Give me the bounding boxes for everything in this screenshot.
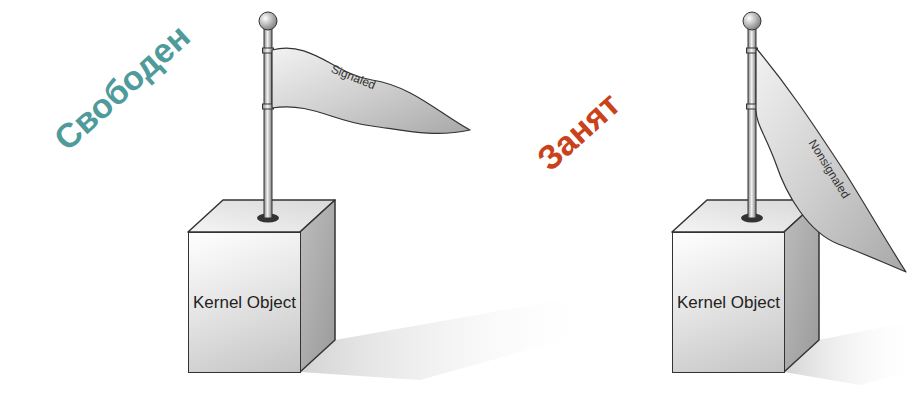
flag-pole	[748, 28, 756, 218]
state-label: Свободен	[47, 17, 198, 158]
pole-ball	[259, 12, 277, 30]
flag-pole	[264, 28, 272, 218]
cube-shadow	[300, 300, 600, 380]
object-name: Kernel Object	[677, 293, 780, 313]
state-label: Занят	[529, 84, 627, 178]
flag-cloth	[272, 48, 470, 133]
raised-flag: Signaled	[272, 46, 470, 142]
cube-side	[300, 200, 335, 372]
kernel-object-box: Kernel Object	[188, 232, 301, 373]
pole-ball	[743, 12, 761, 30]
kernel-object-box: Kernel Object	[672, 232, 785, 373]
flag-shape	[272, 46, 470, 142]
object-name: Kernel Object	[193, 293, 296, 313]
